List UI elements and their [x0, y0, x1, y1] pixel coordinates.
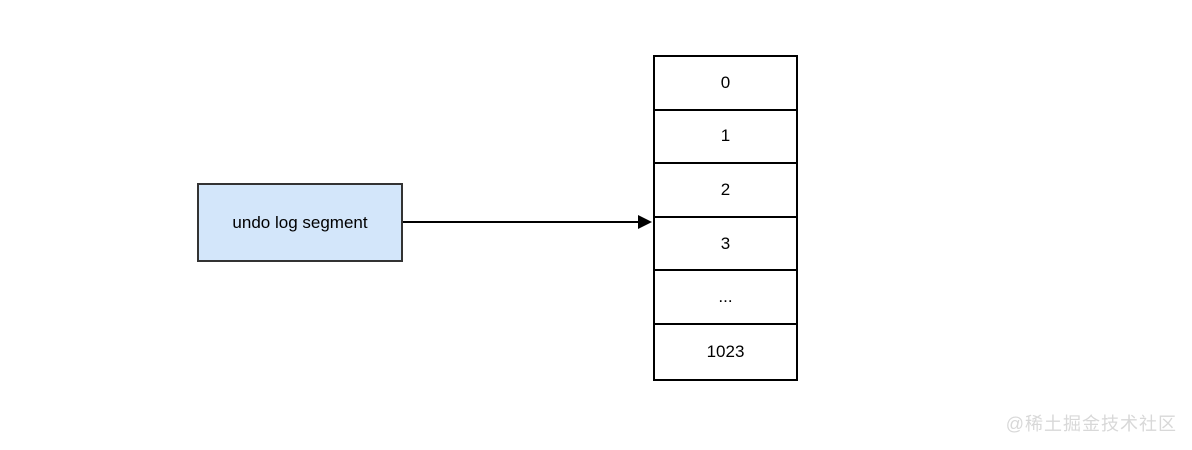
arrow-head-icon [638, 215, 652, 229]
arrow [403, 215, 652, 229]
segment-cell: ... [655, 271, 796, 325]
segment-cell: 0 [655, 57, 796, 111]
undo-log-segment-label: undo log segment [232, 212, 368, 232]
watermark-text: @稀土掘金技术社区 [1005, 414, 1177, 434]
segment-cell: 2 [655, 164, 796, 218]
segment-cell: 1 [655, 110, 796, 165]
undo-log-segment-box: undo log segment [197, 183, 403, 262]
segment-cell: 1023 [655, 324, 796, 379]
segment-cell: 3 [655, 217, 796, 272]
